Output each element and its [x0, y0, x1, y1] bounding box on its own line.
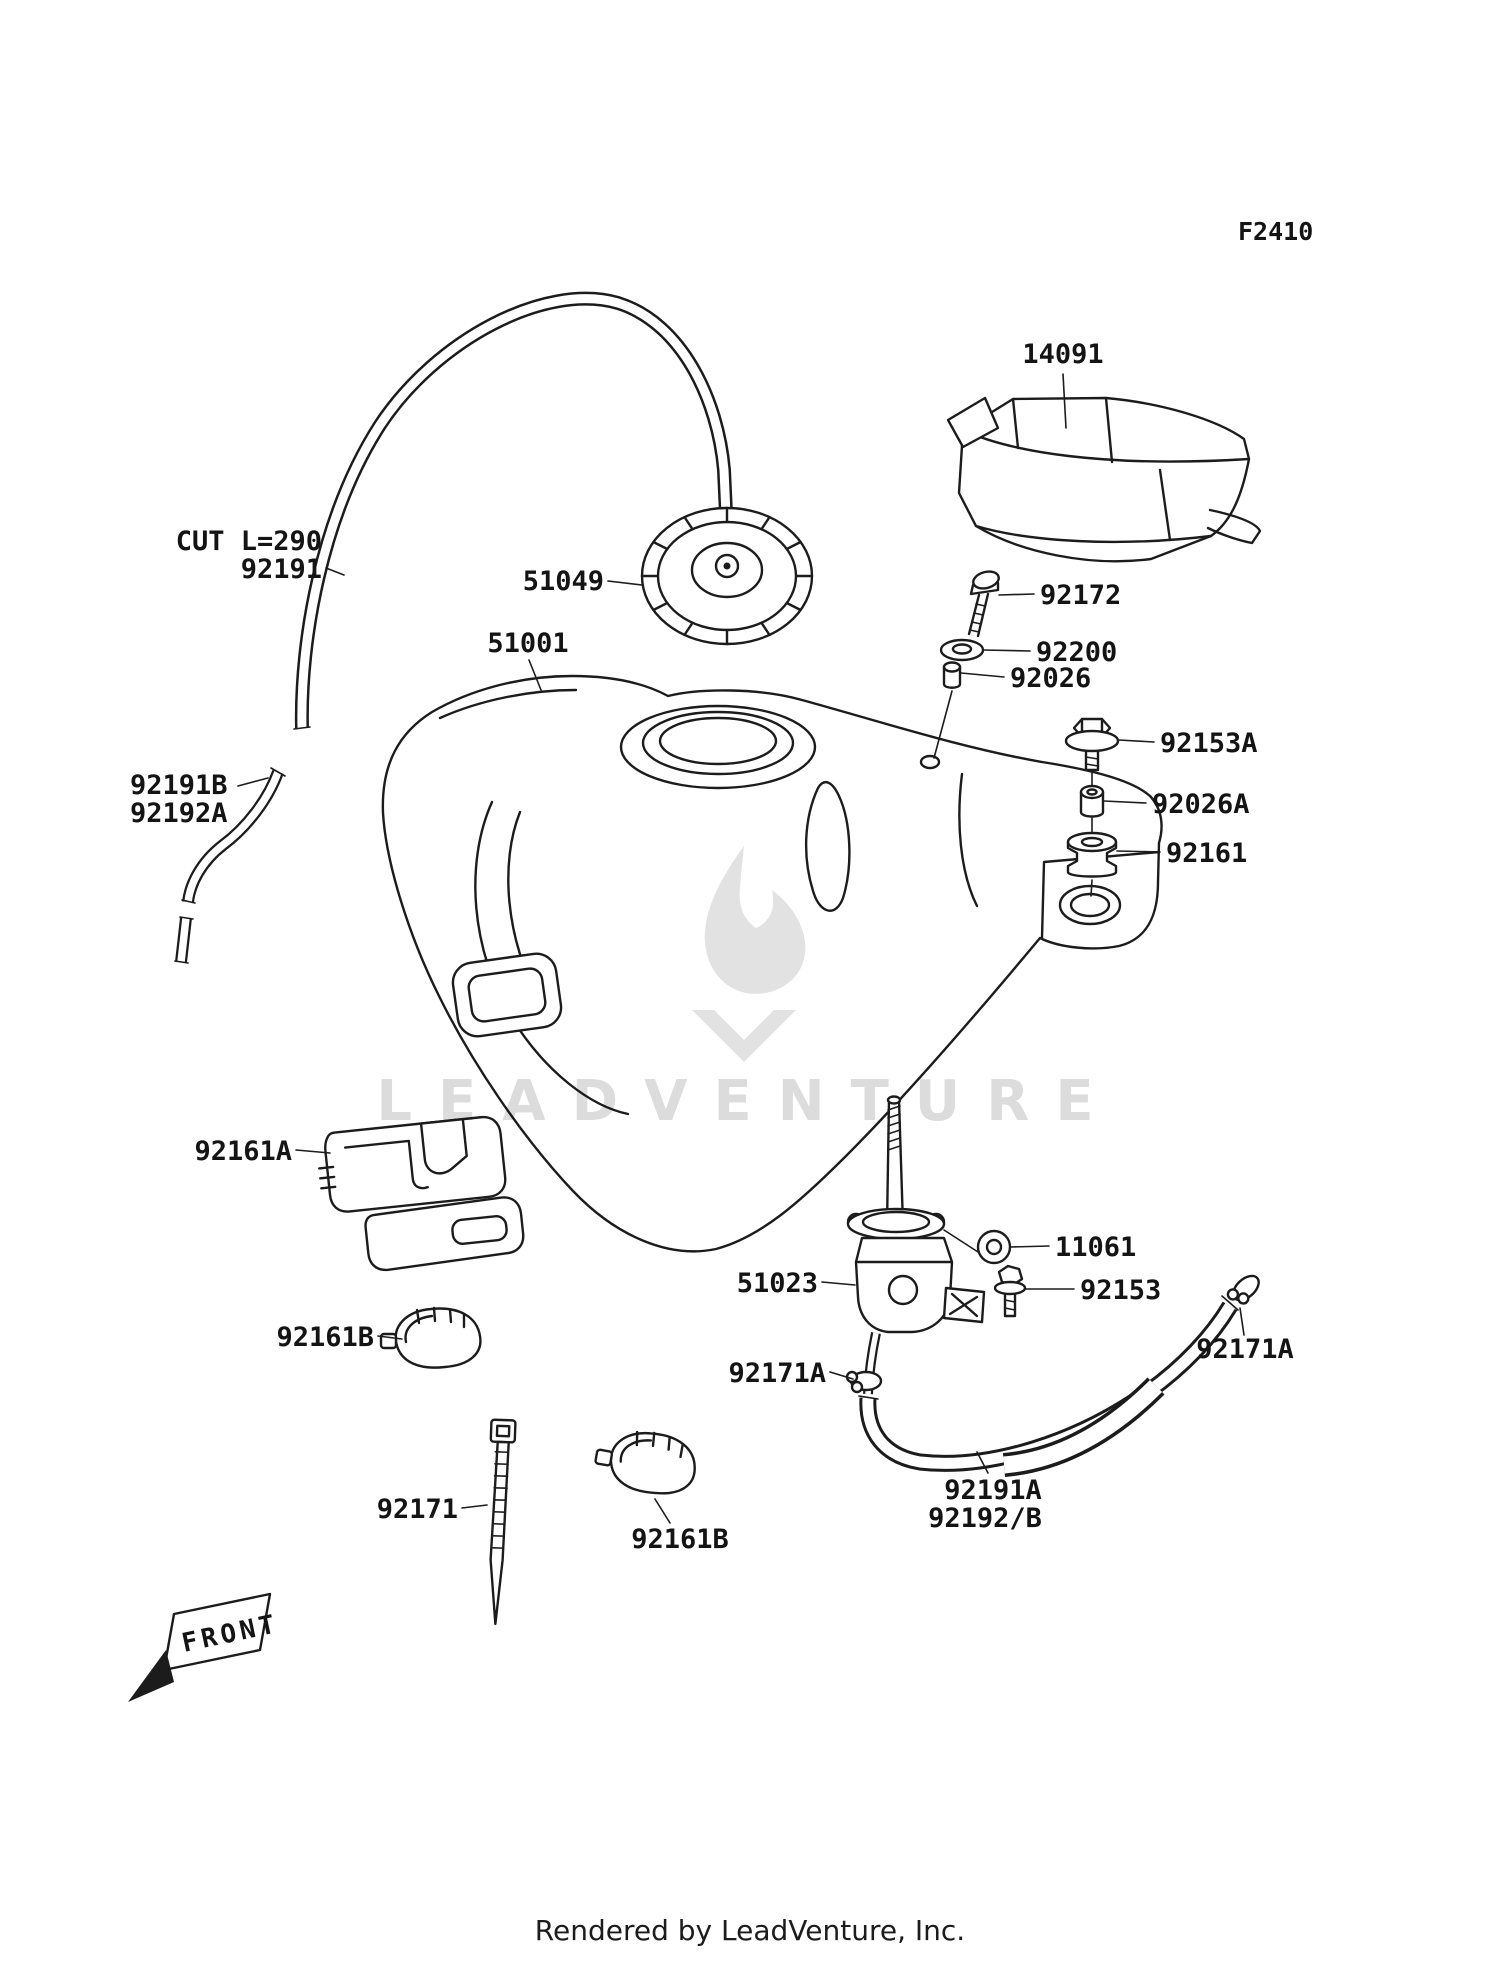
part-label-92192A: 92192A [130, 798, 228, 829]
part-label-51023: 51023 [737, 1268, 818, 1299]
front-direction-indicator: FRONT [128, 1592, 282, 1702]
part-label-11061: 11061 [1055, 1232, 1136, 1263]
front-arrow-icon [128, 1650, 174, 1702]
leadventure-watermark: LEADVENTURE [376, 846, 1119, 1134]
leadventure-v-icon [692, 1010, 796, 1062]
washer-11061-drawing [943, 1229, 1012, 1265]
washer-92200-drawing [939, 638, 985, 662]
part-label-92153A: 92153A [1160, 728, 1258, 759]
collar-92026A-drawing [1079, 784, 1105, 818]
part-label-92161B: 92161B [276, 1322, 374, 1353]
part-label-92026: 92026 [1010, 663, 1091, 694]
part-label-51049: 51049 [523, 566, 604, 597]
fuel-valve-51023-drawing [846, 1095, 986, 1395]
part-label-92161A: 92161A [194, 1136, 292, 1167]
fuel-cap-51049-drawing [640, 506, 814, 646]
part-label-92191: 92191 [241, 554, 322, 585]
clamp-92161A-drawing [317, 1115, 525, 1272]
fuel-hose-92191-drawing [293, 291, 735, 730]
cable-tie-92171-drawing [489, 1418, 517, 1626]
part-label-92191A: 92191A [944, 1475, 1042, 1506]
air-filter-case-14091-drawing [946, 396, 1262, 563]
bolt-92153A-drawing [1064, 717, 1120, 835]
cut-length-note: CUT L=290 [176, 526, 322, 557]
bolt-92153-drawing [993, 1264, 1027, 1318]
footer-credit: Rendered by LeadVenture, Inc. [535, 1914, 965, 1947]
watermark-text: LEADVENTURE [376, 1069, 1119, 1134]
part-label-92161B-second: 92161B [631, 1524, 729, 1555]
part-label-92161: 92161 [1166, 838, 1247, 869]
part-label-92171: 92171 [377, 1494, 458, 1525]
bolt-92172-drawing [967, 570, 1000, 638]
part-labels: 14091 CUT L=290 92191 51049 92172 51001 … [130, 339, 1294, 1555]
leader-lines [237, 373, 1245, 1524]
part-label-92200: 92200 [1036, 637, 1117, 668]
part-label-92172: 92172 [1040, 580, 1121, 611]
breather-tube-92191B-drawing [174, 767, 286, 964]
leadventure-flame-icon [704, 846, 806, 994]
clamp-92161B-second-drawing [590, 1422, 702, 1501]
part-label-51001: 51001 [487, 628, 568, 659]
grommet-92161-drawing [1066, 831, 1118, 897]
hose-clip-92171A-left-drawing [845, 1370, 883, 1394]
part-label-92026A: 92026A [1152, 789, 1250, 820]
part-label-92171A-left: 92171A [728, 1358, 826, 1389]
hose-clip-92171A-right-drawing [1224, 1270, 1266, 1311]
part-label-14091: 14091 [1022, 339, 1103, 370]
part-label-92191B: 92191B [130, 770, 228, 801]
spacer-92026-drawing [933, 661, 962, 759]
part-label-92171A-right: 92171A [1196, 1334, 1294, 1365]
figure-code: F2410 [1238, 217, 1313, 246]
part-label-92192B: 92192/B [928, 1503, 1042, 1534]
fuel-hose-92191A-drawing [858, 1295, 1239, 1477]
part-label-92153: 92153 [1080, 1275, 1161, 1306]
